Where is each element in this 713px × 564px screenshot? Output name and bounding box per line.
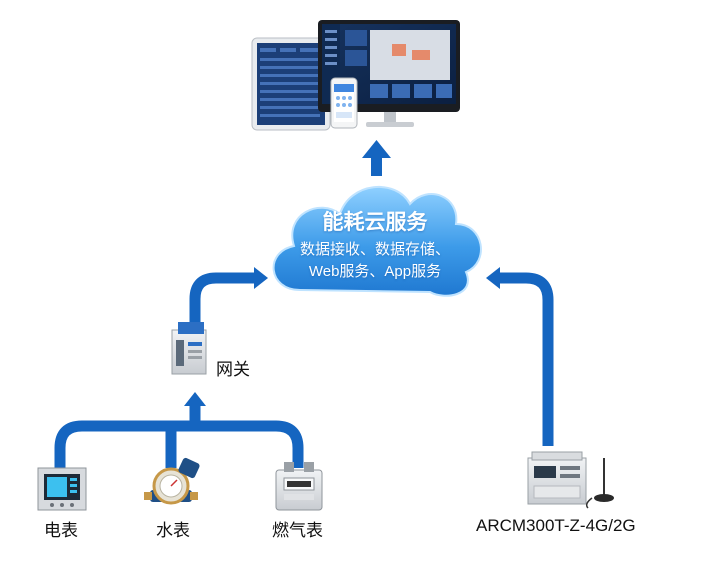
cloud-icon: [272, 185, 482, 297]
bus-arrow-meters-to-gateway: [54, 404, 304, 468]
arrow-gateway-to-cloud: [189, 272, 256, 322]
arrow-head-gateway-to-cloud: [254, 267, 268, 289]
arrow-head-to-gateway: [184, 392, 206, 406]
arrow-head-arcm-to-cloud: [486, 267, 500, 289]
arrow-arcm-to-cloud: [498, 272, 554, 446]
water-meter-icon: [144, 457, 200, 505]
arrow-to-screens: [362, 140, 391, 176]
antenna-icon: [585, 458, 614, 509]
phone-icon: [330, 77, 358, 129]
gateway-device-icon: [171, 322, 207, 375]
electric-meter-icon: [37, 467, 87, 511]
gateway-label: 网关: [216, 360, 250, 379]
gas-meter-label: 燃气表: [272, 521, 323, 540]
gas-meter-icon: [275, 462, 323, 511]
cloud-line-1: 数据接收、数据存储、: [299, 241, 450, 258]
arcm-meter-icon: [527, 451, 587, 505]
cloud-title: 能耗云服务: [322, 211, 428, 234]
electric-meter-label: 电表: [44, 521, 78, 540]
cloud-line-2: Web服务、App服务: [308, 263, 442, 280]
tablet-icon: [251, 37, 331, 131]
water-meter-label: 水表: [156, 521, 190, 540]
arcm-label: ARCM300T-Z-4G/2G: [476, 516, 636, 535]
